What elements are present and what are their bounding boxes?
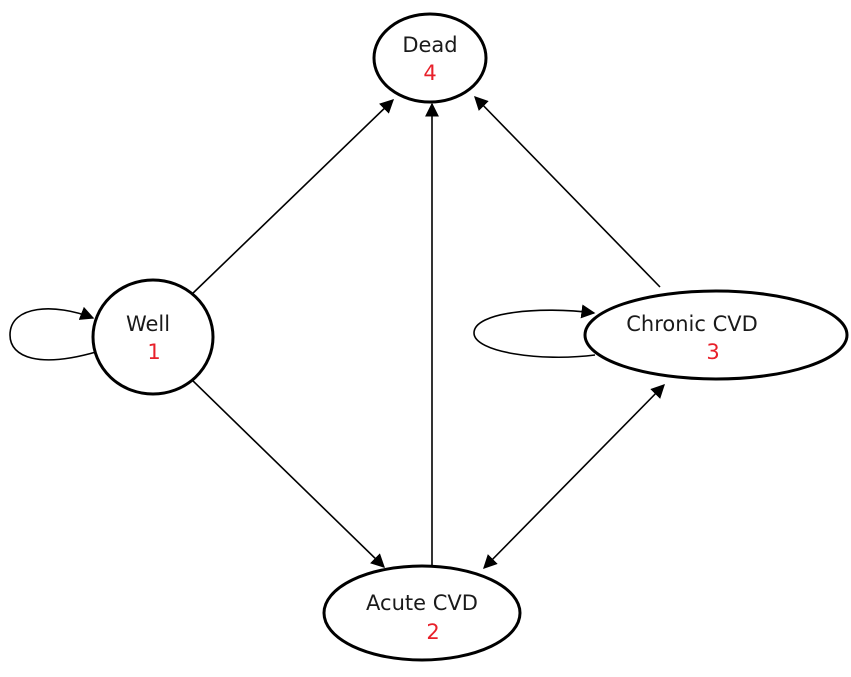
state-number-acute-cvd: 2 (426, 620, 439, 644)
edge-chronic-to-dead (474, 95, 661, 288)
state-number-well: 1 (147, 340, 160, 364)
state-number-dead: 4 (423, 61, 436, 85)
edge-well-to-acute (189, 377, 386, 568)
state-node-chronic-cvd: Chronic CVD 3 (583, 289, 849, 381)
edge-chronic-self-loop (473, 304, 596, 358)
state-node-dead: Dead 4 (372, 12, 488, 104)
state-node-well: Well 1 (91, 278, 215, 396)
edge-well-to-dead (189, 99, 395, 297)
edge-acute-chronic-bidirectional (483, 384, 665, 569)
state-node-acute-cvd: Acute CVD 2 (322, 564, 522, 662)
state-label-acute-cvd: Acute CVD (366, 591, 478, 615)
state-label-chronic-cvd: Chronic CVD (626, 312, 758, 336)
state-label-well: Well (126, 312, 170, 336)
edge-well-self-loop (9, 306, 97, 361)
state-label-dead: Dead (402, 33, 457, 57)
state-number-chronic-cvd: 3 (706, 340, 719, 364)
